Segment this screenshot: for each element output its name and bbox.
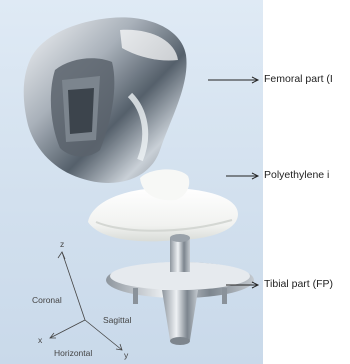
callout-arrows	[208, 77, 258, 288]
femoral-part-label: Femoral part (I	[264, 73, 333, 85]
coordinate-axes: z x y Coronal Sagittal Horizontal	[32, 239, 131, 360]
horizontal-label: Horizontal	[54, 348, 92, 358]
axis-x-label: x	[38, 335, 43, 345]
tibial-component	[106, 234, 254, 345]
axis-z-label: z	[60, 239, 64, 249]
femoral-component	[24, 17, 187, 183]
polyethylene-insert-label: Polyethylene i	[264, 169, 329, 181]
axis-y-label: y	[124, 350, 129, 360]
tibial-part-label: Tibial part (FP)	[264, 278, 333, 290]
sagittal-label: Sagittal	[103, 315, 131, 325]
coronal-label: Coronal	[32, 295, 62, 305]
